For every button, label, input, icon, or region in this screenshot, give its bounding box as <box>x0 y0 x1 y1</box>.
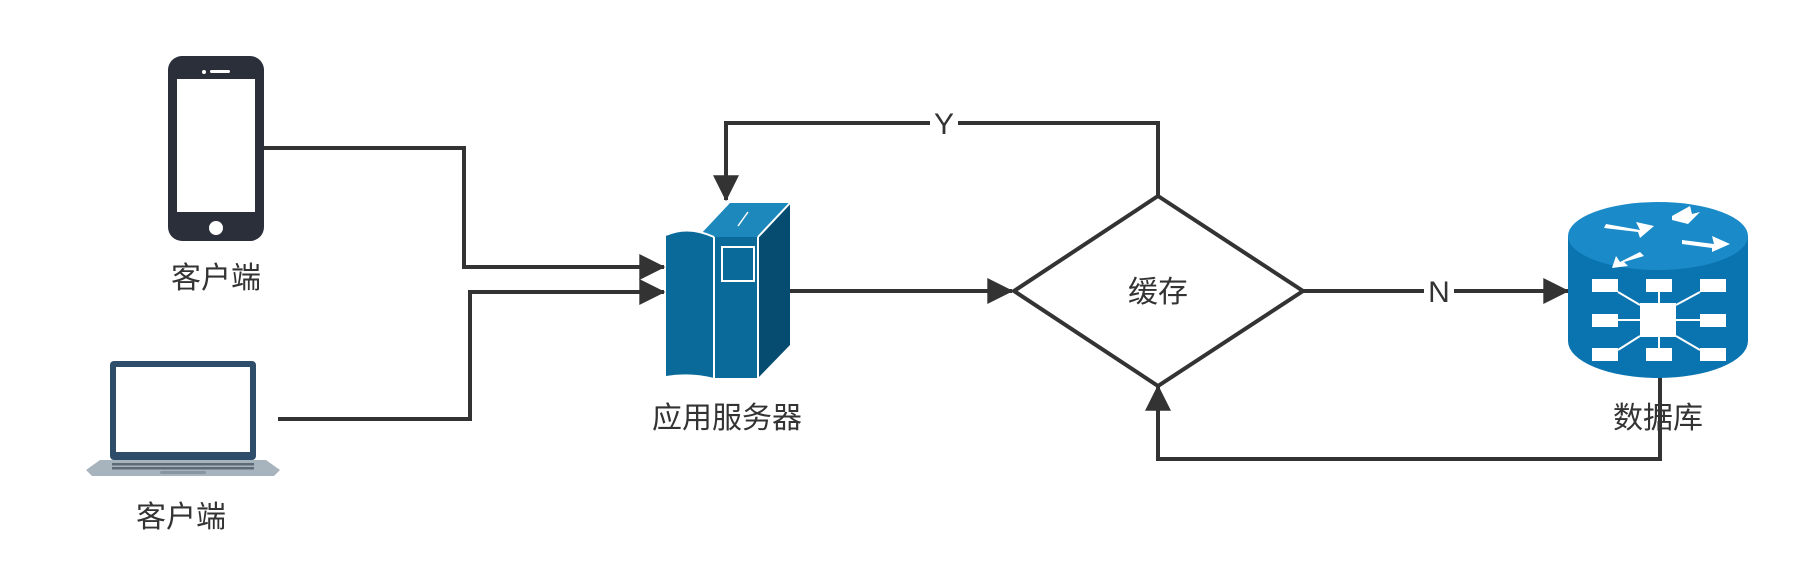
app-server-label: 应用服务器 <box>652 402 802 435</box>
edge-db-to-cache <box>1145 372 1662 461</box>
laptop-icon <box>86 361 280 476</box>
database-router-icon <box>1568 202 1748 378</box>
cache-decision-diamond <box>1010 193 1307 389</box>
edge-label-bg <box>930 107 958 139</box>
cache-label: 缓存 <box>1128 276 1188 309</box>
server-icon <box>665 202 791 378</box>
edge-label-n: N <box>1428 276 1450 309</box>
smartphone-icon <box>168 56 264 241</box>
edge-laptop-to-server <box>278 279 666 421</box>
edge-label-bg <box>1424 274 1454 308</box>
edge-phone-to-server <box>262 146 666 280</box>
database-label: 数据库 <box>1613 402 1703 435</box>
phone-client-label: 客户端 <box>171 262 261 295</box>
edge-label-y: Y <box>934 108 954 141</box>
laptop-client-label: 客户端 <box>136 501 226 534</box>
